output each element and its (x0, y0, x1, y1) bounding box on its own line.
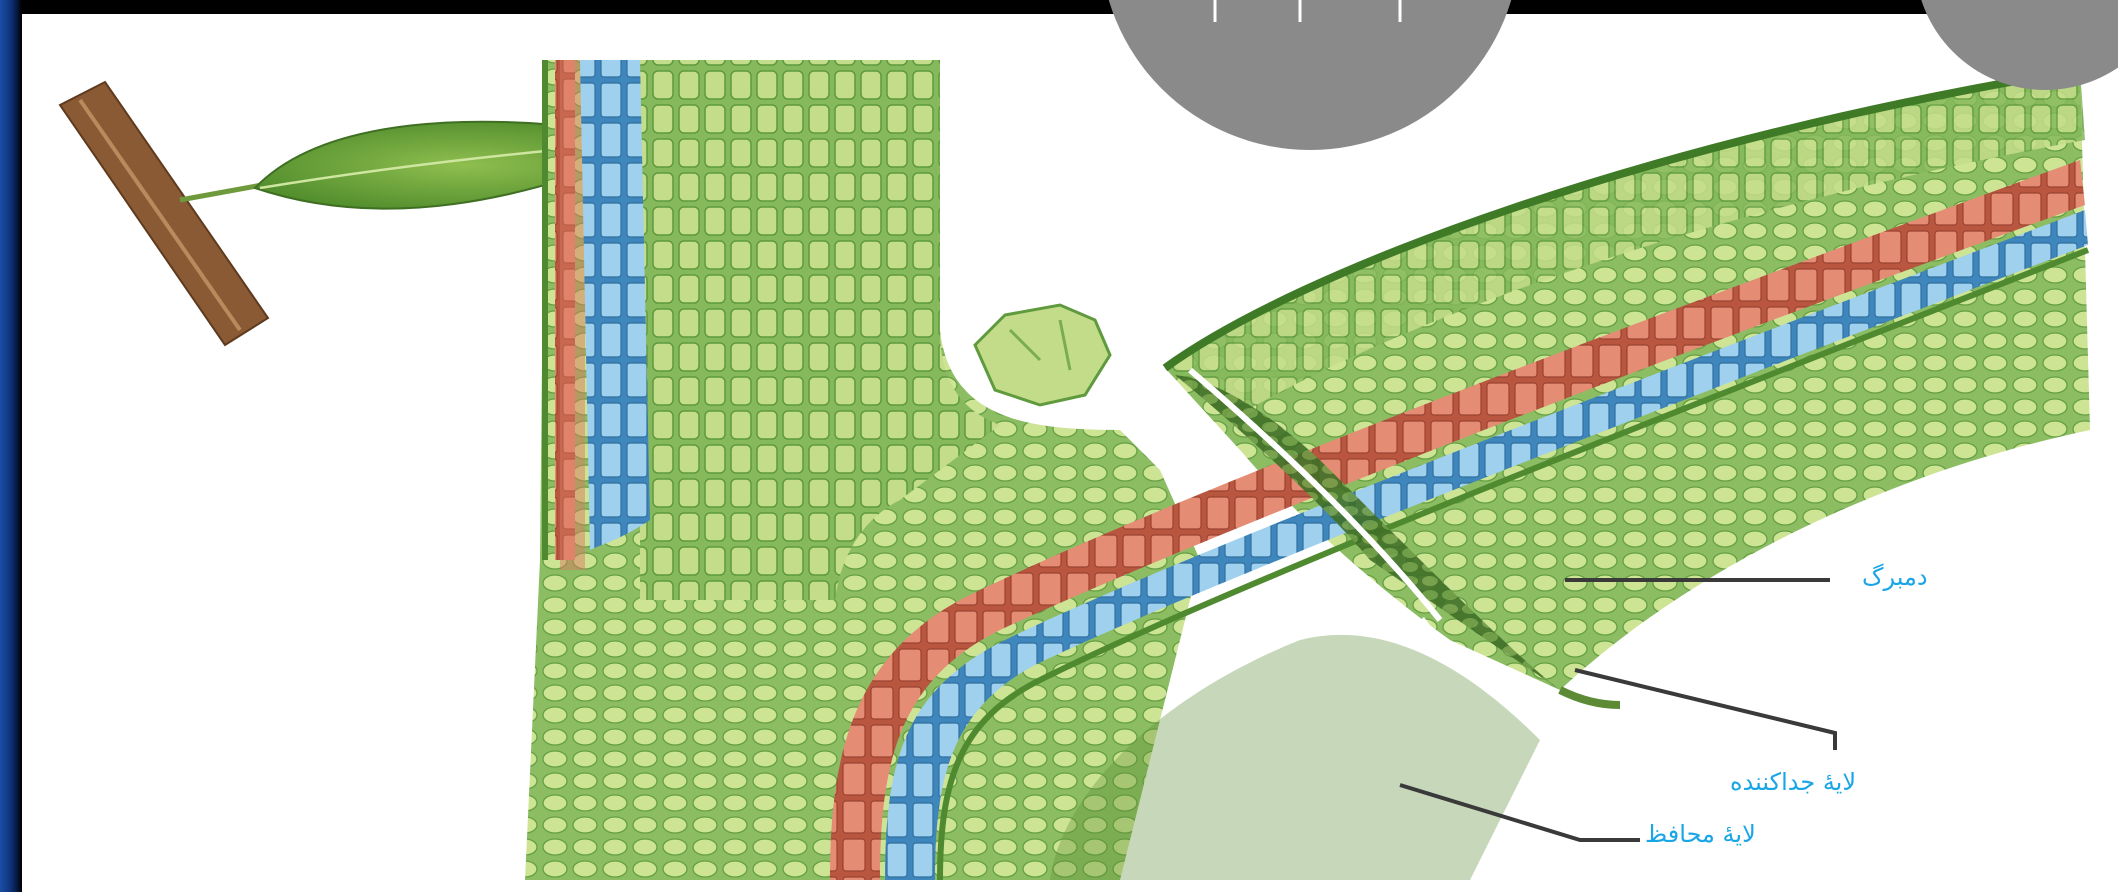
label-petiole: دمبرگ (1862, 565, 1928, 589)
label-protective-layer: لایۀ محافظ (1645, 822, 1756, 846)
label-abscission-layer: لایۀ جداکننده (1730, 770, 1856, 794)
